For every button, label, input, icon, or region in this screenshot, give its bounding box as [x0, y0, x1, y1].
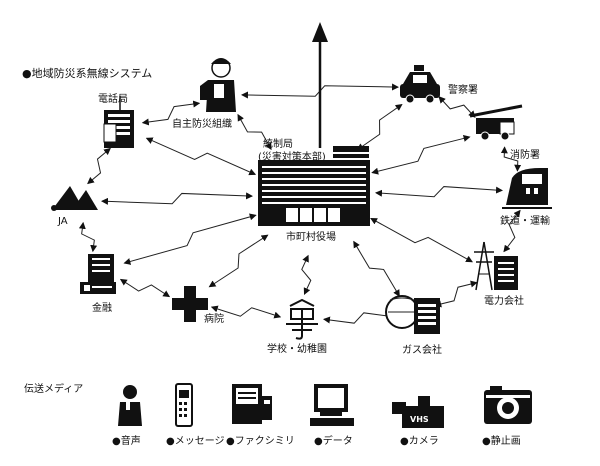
media-label-message: ●メッセージ: [166, 435, 225, 447]
self-defense-person-icon: [200, 58, 236, 112]
media-label-voice: ●音声: [112, 434, 141, 447]
hub-bottom-label: 市町村役場: [286, 230, 336, 243]
ja-logo-icon: [51, 186, 98, 211]
police-car-icon: [400, 65, 440, 104]
link-hub-telephone: [145, 137, 257, 176]
video-camera-icon: VHS: [392, 396, 444, 428]
message-pager-icon: [175, 383, 193, 427]
link-hub-school: [301, 254, 312, 296]
link-hub-fire: [371, 135, 471, 175]
hub-top-label-sub: (災害対策本部): [258, 150, 326, 163]
voice-person-icon: [118, 385, 142, 426]
node-label-railway: 鉄道・運輸: [500, 214, 550, 227]
link-ring-police-fire: [438, 96, 476, 118]
bank-building-icon: [80, 254, 116, 294]
data-computer-icon: [310, 384, 354, 426]
school-icon: [286, 298, 318, 340]
telephone-office-icon: [103, 96, 134, 148]
link-ring-gas-school: [322, 312, 396, 324]
link-hub-ja: [100, 192, 254, 205]
link-hub-railway: [374, 186, 504, 198]
node-label-ja: JA: [57, 216, 68, 227]
media-title: 伝送メディア: [24, 382, 83, 395]
node-label-telephone: 電話局: [98, 92, 128, 105]
node-label-police: 警察署: [448, 83, 478, 96]
power-company-icon: [474, 241, 518, 291]
link-ring-hospital-finance: [119, 278, 171, 298]
fire-truck-icon: [469, 104, 523, 141]
link-hub-hospital: [208, 234, 269, 288]
link-ring-finance-ja: [78, 221, 98, 253]
vhs-logo-text: VHS: [410, 415, 429, 424]
node-label-self-defense: 自主防災組織: [172, 117, 232, 130]
uplink-arrow: [312, 22, 328, 148]
media-label-fax: ●ファクシミリ: [226, 435, 295, 447]
diagram-title: ●地域防災系無線システム: [22, 66, 152, 80]
media-label-camera: ●カメラ: [400, 435, 439, 447]
link-hub-power: [370, 217, 473, 263]
link-ring-power-gas: [434, 280, 478, 308]
train-icon: [502, 168, 552, 209]
hub-top-label: 統制局: [263, 137, 293, 150]
link-hub-finance: [123, 213, 257, 265]
link-hub-self_defense: [237, 113, 272, 151]
hospital-cross-icon: [172, 286, 208, 322]
gas-company-icon: [385, 295, 440, 334]
link-ring-railway-power: [503, 209, 521, 253]
link-ring-fire-railway: [500, 146, 522, 172]
node-label-hospital: 病院: [204, 312, 224, 325]
link-hub-gas: [353, 240, 400, 297]
link-hub-police: [356, 103, 403, 151]
hub-building-icon: [258, 146, 370, 226]
node-label-fire: 消防署: [510, 148, 540, 161]
node-label-power: 電力会社: [484, 294, 524, 307]
link-ring-telephone-self_defense: [141, 100, 201, 126]
fax-machine-icon: [232, 384, 272, 424]
link-ring-school-hospital: [210, 305, 282, 319]
media-label-data: ●データ: [314, 434, 353, 447]
node-label-finance: 金融: [92, 301, 112, 314]
node-label-school: 学校・幼稚園: [267, 342, 327, 355]
node-label-gas: ガス会社: [402, 343, 442, 356]
link-ring-ja-telephone: [87, 147, 111, 185]
still-camera-icon: [484, 386, 532, 424]
media-label-still: ●静止画: [482, 434, 521, 447]
